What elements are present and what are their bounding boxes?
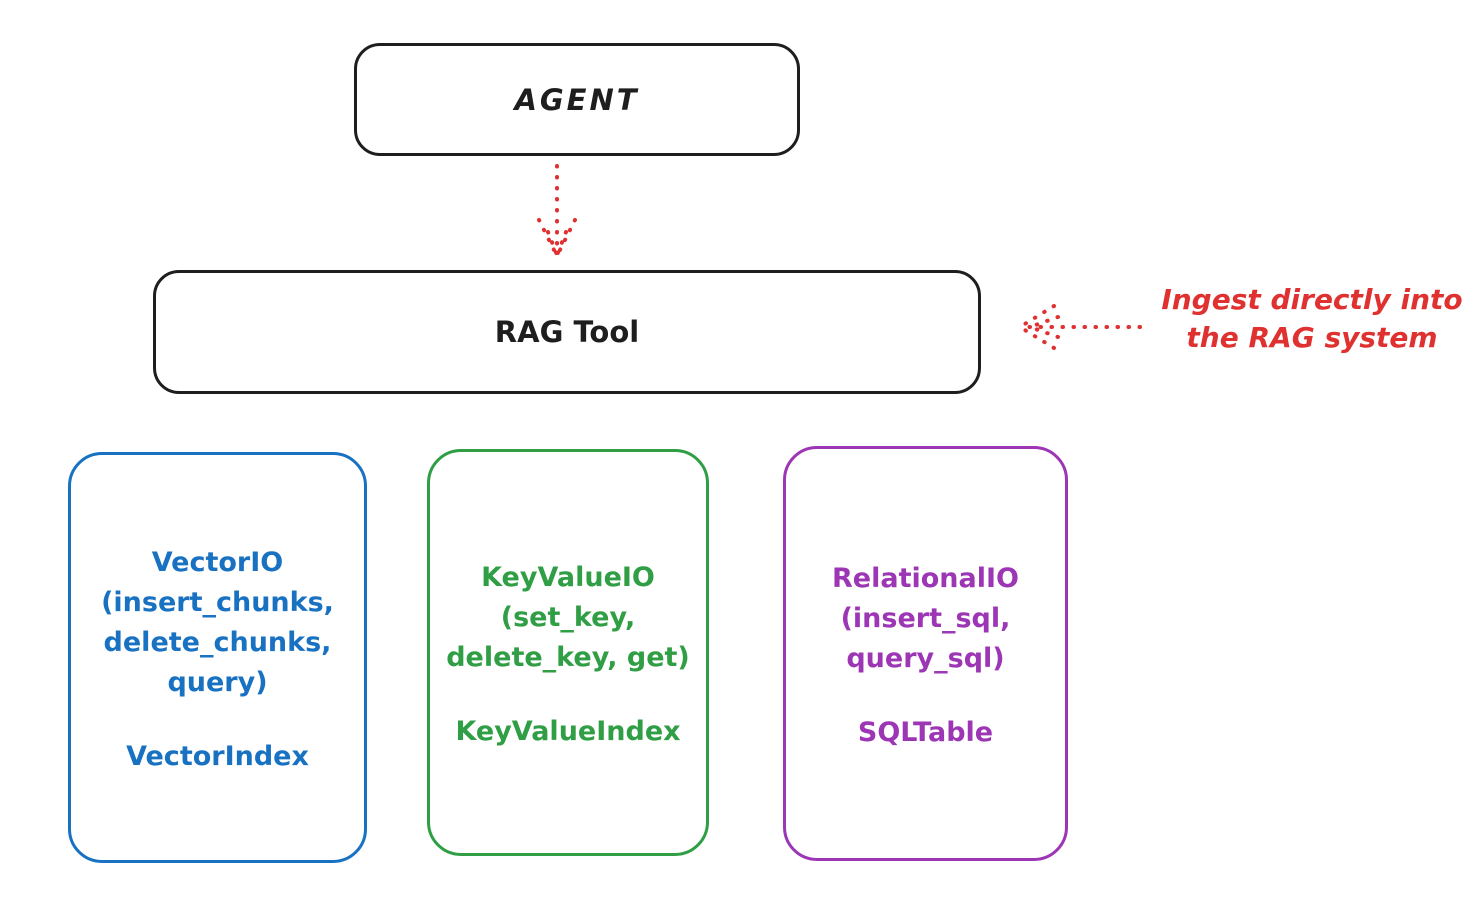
agent-node-label: AGENT: [514, 82, 640, 117]
vector-io-methods: VectorIO (insert_chunks, delete_chunks, …: [101, 547, 334, 698]
keyvalue-io-node: KeyValueIO (set_key, delete_key, get) Ke…: [427, 449, 709, 856]
keyvalue-io-methods: KeyValueIO (set_key, delete_key, get): [446, 562, 690, 673]
annotation-to-rag-tool-arrow: [1012, 297, 1146, 357]
relational-io-methods: RelationalIO (insert_sql, query_sql): [832, 563, 1019, 674]
vector-io-index: VectorIndex: [126, 741, 309, 772]
ingest-annotation: Ingest directly into the RAG system: [1161, 283, 1463, 354]
agent-node: AGENT: [354, 43, 800, 156]
relational-io-index: SQLTable: [857, 717, 994, 748]
relational-io-node: RelationalIO (insert_sql, query_sql) SQL…: [783, 446, 1068, 861]
keyvalue-io-index: KeyValueIndex: [455, 716, 681, 747]
vector-io-node: VectorIO (insert_chunks, delete_chunks, …: [68, 452, 367, 863]
agent-to-rag-tool-arrow: [531, 160, 583, 264]
rag-tool-node-label: RAG Tool: [494, 315, 640, 349]
dotted-left-arrow-icon: [1018, 304, 1142, 350]
rag-tool-node: RAG Tool: [153, 270, 981, 394]
dotted-down-arrow-icon: [537, 164, 577, 258]
